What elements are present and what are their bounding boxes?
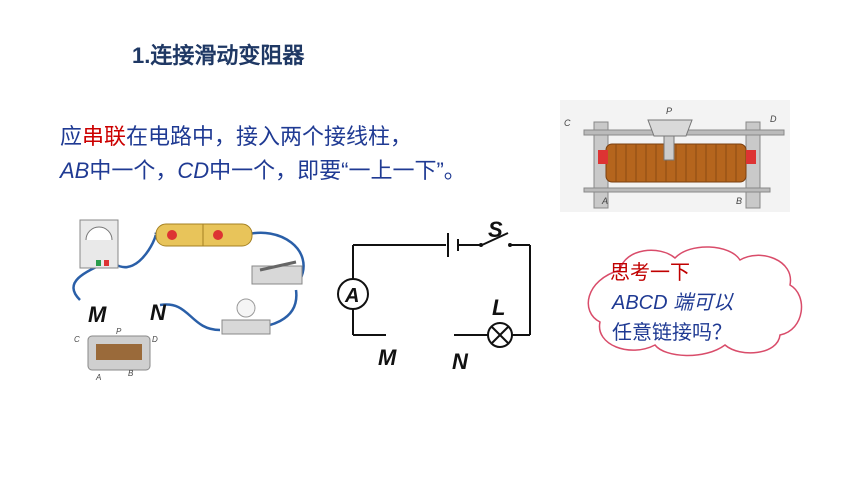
terminal-ab: AB	[60, 158, 90, 183]
rheostat-image: P A B C D	[560, 100, 790, 212]
schematic-label-n: N	[452, 349, 469, 374]
highlight-series: 串联	[82, 124, 127, 149]
instruction-text: 中一个，即要“一上一下”。	[209, 158, 466, 183]
page-title: 1.连接滑动变阻器	[132, 43, 305, 68]
cloud-line-3: 任意链接吗？	[612, 322, 732, 344]
small-label-p: P	[116, 327, 122, 336]
cloud-line-2: ABCD 端可以	[612, 292, 734, 314]
schematic-label-m: M	[378, 345, 397, 370]
rheostat-label-c: C	[564, 118, 571, 128]
cloud-title: 思考一下	[610, 262, 690, 284]
ammeter-symbol-a: A	[344, 285, 359, 307]
small-label-d: D	[152, 335, 158, 344]
thought-cloud	[587, 246, 803, 357]
rheostat-label-b: B	[736, 196, 742, 206]
switch-icon	[251, 265, 303, 285]
apparatus-image: P C D A B M N	[72, 219, 305, 382]
instruction-line-1: 应串联在电路中，接入两个接线柱，	[60, 120, 412, 154]
instruction-text: 在电路中，接入两个接线柱，	[126, 124, 413, 149]
battery-icon	[155, 223, 253, 247]
small-label-a: A	[95, 373, 101, 382]
bulb-icon	[221, 319, 271, 335]
rheostat-label-d: D	[770, 114, 777, 124]
instruction-text: 应	[60, 124, 83, 149]
rheostat-label-p: P	[666, 106, 672, 116]
terminal-cd: CD	[177, 158, 210, 183]
switch-label-s: S	[488, 217, 503, 242]
instruction-line-2: AB中一个，CD中一个，即要“一上一下”。	[60, 154, 466, 188]
lamp-label-l: L	[492, 295, 505, 320]
instruction-text: 中一个，	[89, 158, 178, 183]
small-label-c: C	[74, 335, 80, 344]
rheostat-label-a: A	[601, 196, 608, 206]
small-label-b: B	[128, 369, 134, 378]
apparatus-label-m: M	[88, 302, 107, 327]
circuit-schematic: A S L M N	[337, 217, 531, 374]
apparatus-label-n: N	[150, 300, 167, 325]
